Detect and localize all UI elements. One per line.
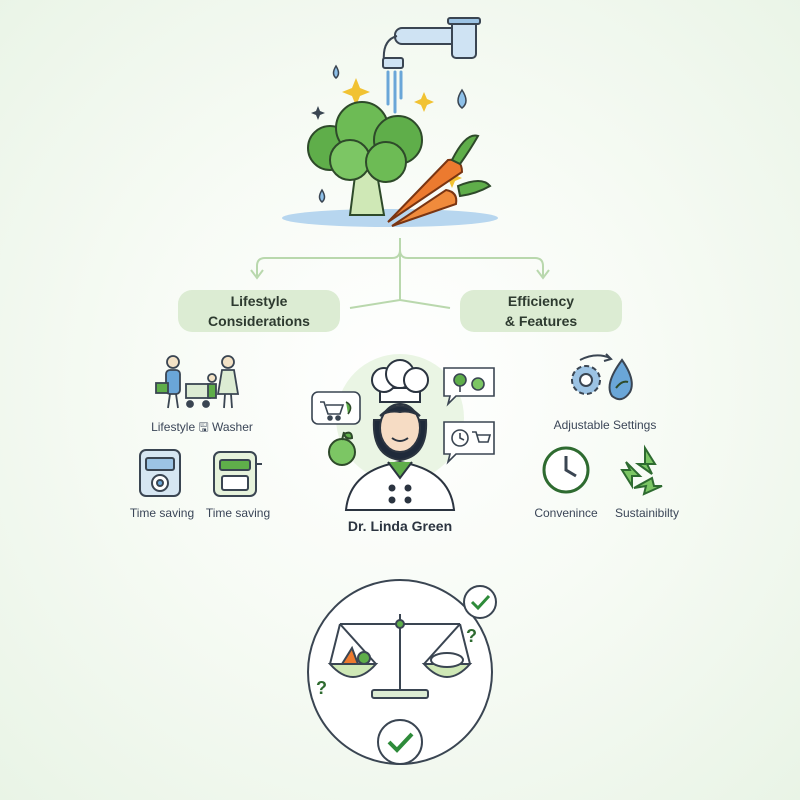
chef-avatar-icon [344, 359, 456, 511]
family-shopping-icon [155, 355, 240, 409]
sustainability-label: Sustainibilty [614, 506, 680, 520]
scale-icon [327, 614, 473, 699]
lifestyle-pill-line2: Considerations [208, 313, 310, 329]
faucet-icon [382, 17, 481, 69]
washer-b-label: Time saving [205, 506, 271, 520]
water-puddle [282, 209, 498, 227]
lifestyle-washer-label: Lifestyle 🖫 Washer [151, 420, 253, 434]
check-circle-icon [377, 585, 497, 765]
washer-a-icon [139, 449, 181, 497]
washer-a-label: Time saving [129, 506, 195, 520]
efficiency-features-pill: Efficiency & Features [460, 290, 622, 332]
clock-icon [542, 446, 590, 494]
convenience-label: Convenince [534, 506, 598, 520]
carrot-icon [387, 134, 492, 227]
svg-text:?: ? [466, 626, 477, 646]
water-drop-icon [318, 64, 467, 203]
svg-text:?: ? [316, 678, 327, 698]
person-name: Dr. Linda Green [347, 518, 453, 534]
apple-icon [328, 431, 356, 466]
recycle-icon [620, 444, 663, 496]
water-stream [386, 70, 403, 114]
shopping-cart-icon [311, 391, 361, 425]
efficiency-pill-line1: Efficiency [507, 293, 575, 309]
lifestyle-pill-line1: Lifestyle [230, 293, 288, 309]
clock-cart-bubble-icon [443, 421, 495, 465]
adjustable-settings-label: Adjustable Settings [553, 418, 657, 432]
efficiency-pill-line2: & Features [504, 313, 578, 329]
washer-b-icon [213, 451, 262, 497]
connector-lines [250, 238, 550, 309]
question-mark-icon: ? ? [316, 626, 477, 698]
lifestyle-considerations-pill: Lifestyle Considerations [178, 290, 340, 332]
gear-water-icon [571, 353, 633, 401]
veggie-bubble-icon [443, 367, 495, 407]
broccoli-icon [307, 101, 423, 216]
